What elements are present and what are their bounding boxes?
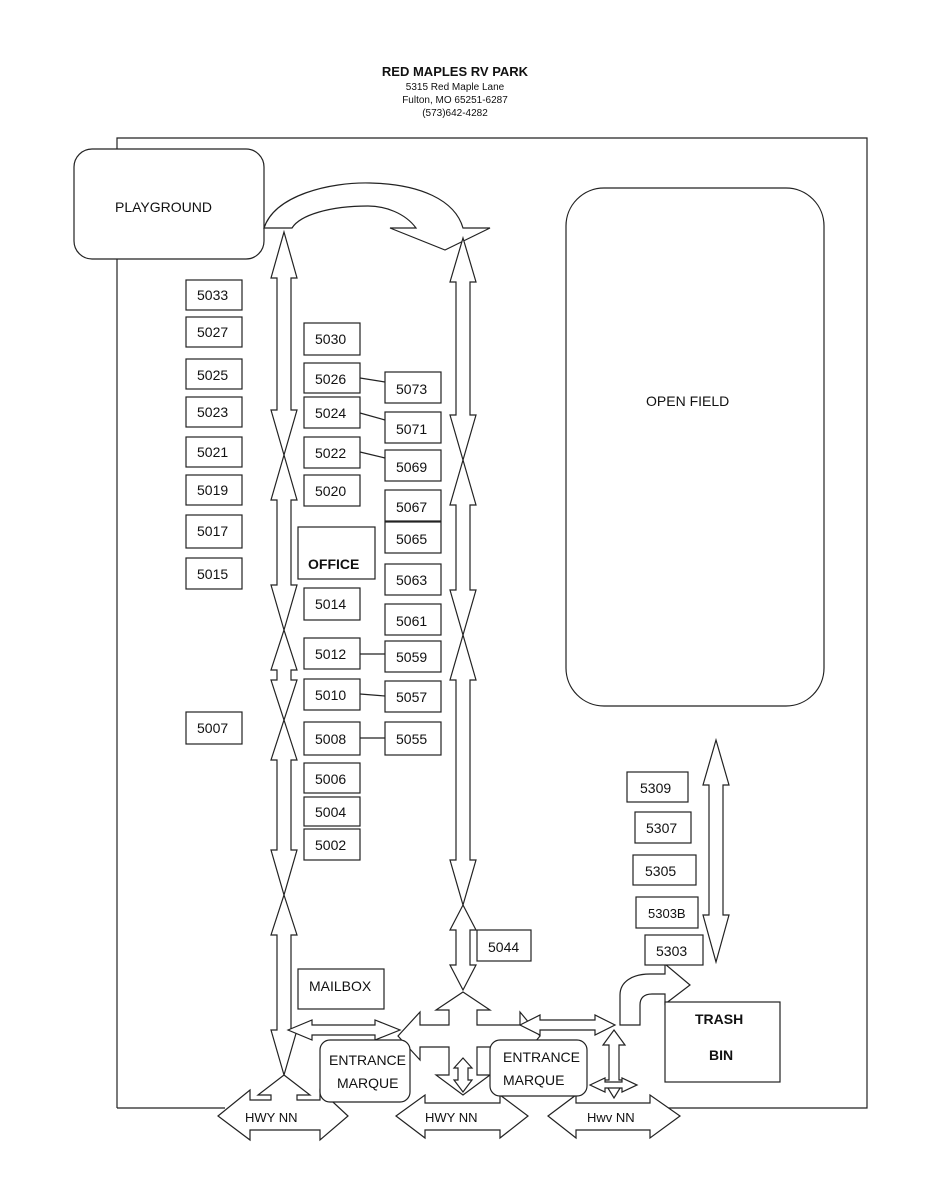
site-label: 5033 [197, 287, 228, 303]
trash-turn-arrow [619, 962, 691, 1026]
site-label: 5069 [396, 459, 427, 475]
right-entrance-updown-arrow [601, 1028, 627, 1100]
site-label: 5027 [197, 324, 228, 340]
site-label: 5061 [396, 613, 427, 629]
trash-label-line2: BIN [709, 1047, 733, 1063]
site-label: 5007 [197, 720, 228, 736]
entrance-marque-left [319, 1039, 411, 1103]
site-label: 5044 [488, 939, 519, 955]
center-road-arrow [394, 1093, 529, 1140]
east-road-arrow [702, 737, 730, 965]
left-road-arrow-5 [270, 893, 298, 1078]
site-label: 5030 [315, 331, 346, 347]
east-column-sites: 5309 5307 5305 5303B 5303 [626, 771, 704, 966]
site-label: 5059 [396, 649, 427, 665]
central-small-updown-arrow [452, 1057, 474, 1093]
open-field-label: OPEN FIELD [646, 393, 729, 409]
site-label: 5065 [396, 531, 427, 547]
map-city: Fulton, MO 65251-6287 [402, 95, 508, 106]
site-label: 5010 [315, 687, 346, 703]
site-label: 5055 [396, 731, 427, 747]
mailbox-box [297, 968, 385, 1010]
center-column-sites: 5030 5026 5024 5022 5020 5014 5012 5010 … [303, 322, 361, 861]
playground-label: PLAYGROUND [115, 199, 212, 215]
entrance-left-line2: MARQUE [337, 1075, 398, 1091]
road-label-left: HWY NN [245, 1110, 297, 1125]
entrance-marque-right [489, 1039, 588, 1097]
curved-top-arrow [263, 182, 491, 251]
entrance-left-line1: ENTRANCE [329, 1052, 406, 1068]
open-field-area [565, 187, 825, 707]
right-road-horizontal-arrow [547, 1093, 682, 1140]
right-road-arrow-2 [449, 457, 477, 638]
site-label: 5019 [197, 482, 228, 498]
playground-area [73, 148, 265, 260]
site-label: 5012 [315, 646, 346, 662]
right-road-arrow-1 [449, 235, 477, 463]
site-label: 5071 [396, 421, 427, 437]
site-label: 5063 [396, 572, 427, 588]
office-label: OFFICE [308, 556, 359, 572]
right-road-arrow-4 [449, 903, 477, 992]
site-label: 5305 [645, 863, 676, 879]
map-title: RED MAPLES RV PARK [381, 64, 529, 79]
left-road-arrow-3 [270, 628, 298, 722]
upper-right-horizontal-arrow [518, 1014, 617, 1036]
site-label: 5073 [396, 381, 427, 397]
site-label: 5057 [396, 689, 427, 705]
site-label: 5008 [315, 731, 346, 747]
site-label: 5020 [315, 483, 346, 499]
upper-left-horizontal-arrow [286, 1019, 402, 1041]
office-box [297, 526, 376, 580]
site-label: 5303B [648, 906, 686, 921]
right-road-arrow-3 [449, 632, 477, 908]
site-label: 5021 [197, 444, 228, 460]
left-road-arrow-2 [270, 452, 298, 633]
site-label: 5026 [315, 371, 346, 387]
site-label: 5004 [315, 804, 346, 820]
site-label: 5002 [315, 837, 346, 853]
site-label: 5067 [396, 499, 427, 515]
entrance-right-line2: MARQUE [503, 1072, 564, 1088]
site-label: 5023 [197, 404, 228, 420]
trash-label-line1: TRASH [695, 1011, 743, 1027]
right-column-sites: 5073 5071 5069 5067 5065 5063 5061 5059 … [384, 371, 532, 962]
site-label: 5303 [656, 943, 687, 959]
entrance-right-line1: ENTRANCE [503, 1049, 580, 1065]
road-label-right: Hwv NN [587, 1110, 635, 1125]
left-road-arrow-1 [270, 229, 298, 458]
left-base-cross-arrow [217, 1074, 349, 1142]
road-label-center: HWY NN [425, 1110, 477, 1125]
site-label: 5024 [315, 405, 346, 421]
map-phone: (573)642-4282 [422, 108, 488, 119]
site-label: 5022 [315, 445, 346, 461]
map-address: 5315 Red Maple Lane [405, 82, 505, 93]
site-connector-lines [359, 377, 386, 739]
site-label: 5017 [197, 523, 228, 539]
site-label: 5015 [197, 566, 228, 582]
trash-bin-box [664, 1001, 781, 1083]
site-label: 5006 [315, 771, 346, 787]
site-label: 5309 [640, 780, 671, 796]
site-label: 5307 [646, 820, 677, 836]
lower-right-horizontal-arrow [588, 1077, 639, 1093]
mailbox-label: MAILBOX [309, 978, 372, 994]
site-label: 5025 [197, 367, 228, 383]
left-column-sites: 5033 5027 5025 5023 5021 5019 5017 5015 … [185, 279, 243, 745]
left-road-arrow-4 [270, 718, 298, 898]
site-label: 5014 [315, 596, 346, 612]
